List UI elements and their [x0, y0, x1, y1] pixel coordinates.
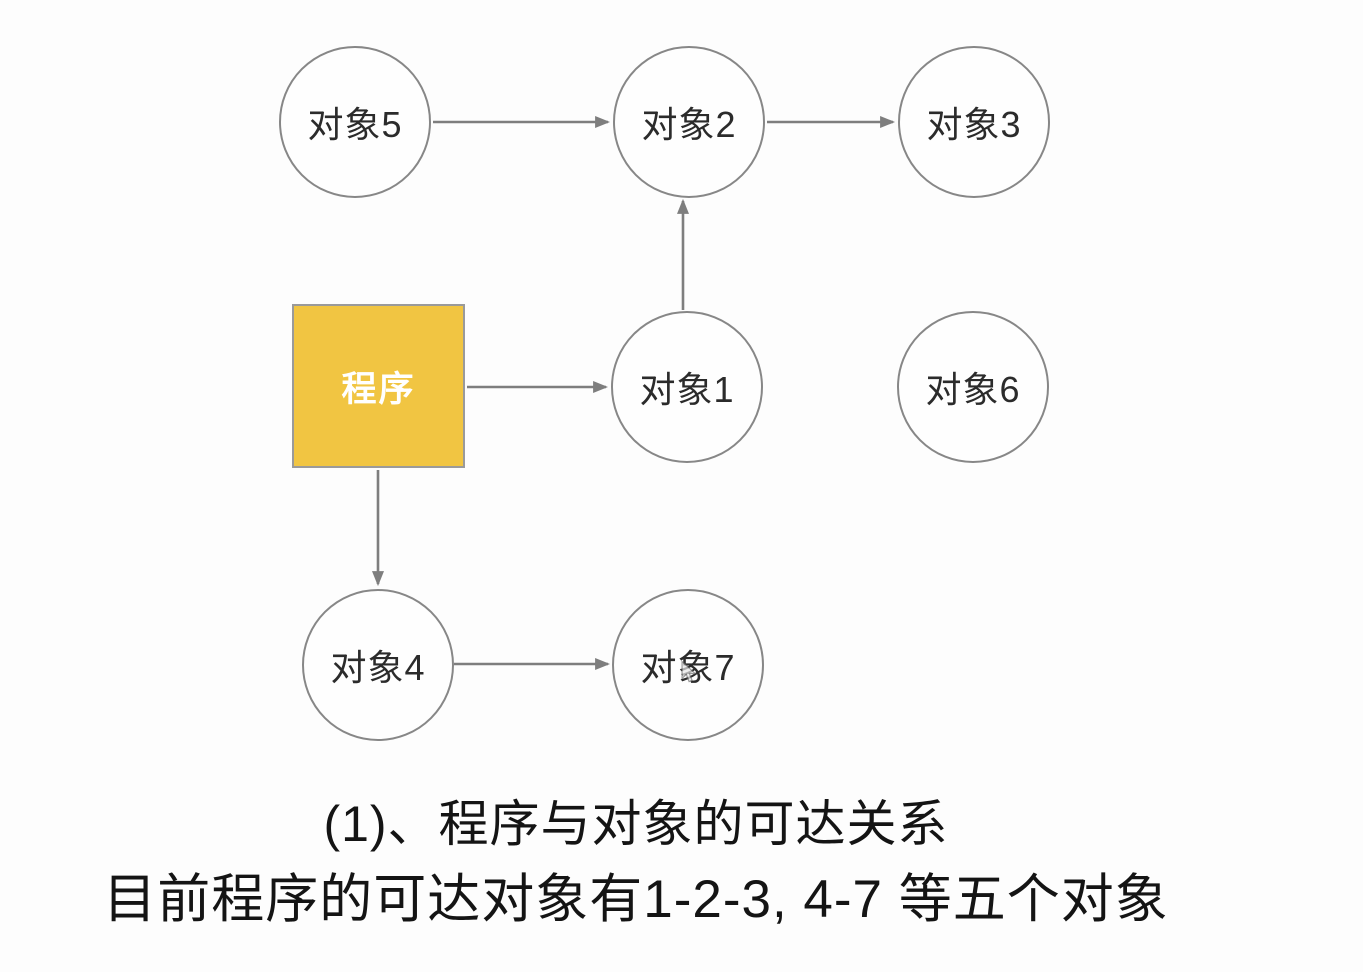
mouse-cursor-icon — [681, 661, 697, 683]
object-node-1-label: 对象1 — [639, 369, 735, 410]
object-node-1: 对象1 — [611, 311, 763, 463]
caption-block: (1)、程序与对象的可达关系 目前程序的可达对象有1-2-3, 4-7 等五个对… — [0, 786, 1272, 938]
object-node-4-label: 对象4 — [330, 647, 426, 688]
object-node-3-label: 对象3 — [926, 104, 1022, 145]
caption-line-1: (1)、程序与对象的可达关系 — [323, 796, 949, 852]
object-node-3: 对象3 — [898, 46, 1050, 198]
object-node-6-label: 对象6 — [925, 369, 1021, 410]
object-node-4: 对象4 — [302, 589, 454, 741]
object-node-5-label: 对象5 — [307, 104, 403, 145]
caption-line-2: 目前程序的可达对象有1-2-3, 4-7 等五个对象 — [103, 870, 1169, 929]
object-node-5: 对象5 — [279, 46, 431, 198]
program-node: 程序 — [292, 304, 465, 468]
object-node-2: 对象2 — [613, 46, 765, 198]
program-node-label: 程序 — [341, 369, 416, 409]
object-node-2-label: 对象2 — [641, 104, 737, 145]
object-node-6: 对象6 — [897, 311, 1049, 463]
object-node-7: 对象7 — [612, 589, 764, 741]
